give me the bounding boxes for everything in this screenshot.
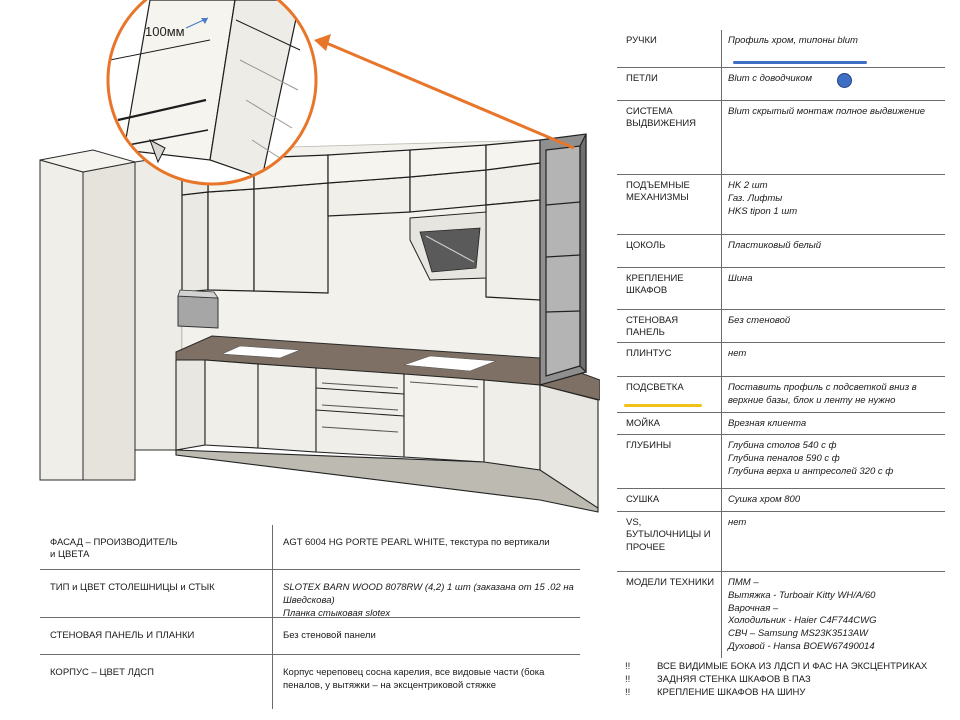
side-column: [134, 154, 183, 451]
spec-value: Поставить профиль с подсветкой вниз в ве…: [728, 382, 917, 406]
materials-key: ТИП и ЦВЕТ СТОЛЕШНИЦЫ и СТЫК: [40, 570, 273, 617]
base-cabinets: [175, 359, 599, 513]
spec-row: СУШКА Сушка хром 800: [617, 489, 945, 512]
spec-key: КРЕПЛЕНИЕ ШКАФОВ: [617, 268, 722, 309]
spec-value: Blum скрытый монтаж полное выдвижение: [728, 106, 926, 117]
spec-value: Шина: [728, 273, 753, 284]
spec-row: ЦОКОЛЬ Пластиковый белый: [617, 235, 945, 268]
spec-row: ПЛИНТУС нет: [617, 343, 945, 377]
materials-table: ФАСАД – ПРОИЗВОДИТЕЛЬ и ЦВЕТА AGT 6004 H…: [40, 525, 580, 709]
handles-accent-line: [733, 61, 867, 64]
notes-list: !! ВСЕ ВИДИМЫЕ БОКА ИЗ ЛДСП И ФАС НА ЭКС…: [625, 660, 927, 699]
note-mark: !!: [625, 687, 631, 698]
spec-key: СИСТЕМА ВЫДВИЖЕНИЯ: [617, 101, 722, 174]
spec-value: Blum с доводчиком: [728, 73, 812, 84]
spec-value: нет: [728, 348, 747, 359]
materials-row: КОРПУС – ЦВЕТ ЛДСП Корпус череповец сосн…: [40, 655, 580, 709]
spec-row: ГЛУБИНЫ Глубина столов 540 с ф Глубина п…: [617, 435, 945, 489]
spec-value: Пластиковый белый: [728, 240, 822, 251]
spec-key: ПОДЪЕМНЫЕ МЕХАНИЗМЫ: [617, 175, 722, 234]
spec-row: VS, БУТЫЛОЧНИЦЫ И ПРОЧЕЕ нет: [617, 512, 945, 572]
spec-row: ПЕТЛИ Blum с доводчиком: [617, 68, 945, 101]
spec-row: РУЧКИ Профиль хром, типоны blum: [617, 30, 945, 68]
materials-row: ФАСАД – ПРОИЗВОДИТЕЛЬ и ЦВЕТА AGT 6004 H…: [40, 525, 580, 570]
spec-value: Глубина столов 540 с ф Глубина пеналов 5…: [728, 440, 894, 477]
lighting-accent-line: [624, 404, 702, 407]
hinge-blue-dot: [837, 73, 852, 88]
spec-key: ПЛИНТУС: [617, 343, 722, 376]
callout-dimension-label: 100мм: [145, 24, 185, 39]
materials-key: ФАСАД – ПРОИЗВОДИТЕЛЬ и ЦВЕТА: [40, 525, 273, 569]
spec-value: Без стеновой: [728, 315, 791, 326]
spec-value: нет: [728, 517, 747, 528]
spec-key: СТЕНОВАЯ ПАНЕЛЬ: [617, 310, 722, 342]
spec-value: Сушка хром 800: [728, 494, 801, 505]
note-item: !! ЗАДНЯЯ СТЕНКА ШКАФОВ В ПАЗ: [625, 673, 927, 686]
spec-row: ПОДЪЕМНЫЕ МЕХАНИЗМЫ HK 2 шт Газ. Лифты H…: [617, 175, 945, 235]
note-item: !! КРЕПЛЕНИЕ ШКАФОВ НА ШИНУ: [625, 686, 927, 699]
callout-arrow: [314, 34, 575, 150]
spec-key: ЦОКОЛЬ: [617, 235, 722, 267]
spec-value: ПММ – Вытяжка - Turboair Kitty WH/A/60 В…: [728, 577, 877, 653]
spec-value: HK 2 шт Газ. Лифты HKS tipon 1 шт: [728, 180, 798, 217]
spec-row: КРЕПЛЕНИЕ ШКАФОВ Шина: [617, 268, 945, 310]
spec-key: МОДЕЛИ ТЕХНИКИ: [617, 572, 722, 658]
spec-row: МОДЕЛИ ТЕХНИКИ ПММ – Вытяжка - Turboair …: [617, 572, 945, 658]
materials-value: AGT 6004 HG PORTE PEARL WHITE, текстура …: [283, 537, 550, 548]
spec-key: VS, БУТЫЛОЧНИЦЫ И ПРОЧЕЕ: [617, 512, 722, 571]
spec-key: ПЕТЛИ: [617, 68, 722, 100]
spec-key: СУШКА: [617, 489, 722, 511]
spec-row: СТЕНОВАЯ ПАНЕЛЬ Без стеновой: [617, 310, 945, 343]
spec-key: ГЛУБИНЫ: [617, 435, 722, 488]
spec-key: РУЧКИ: [617, 30, 722, 67]
spec-key: МОЙКА: [617, 413, 722, 434]
materials-value: Корпус череповец сосна карелия, все видо…: [283, 667, 545, 691]
spec-key: ПОДСВЕТКА: [617, 377, 722, 412]
materials-value: Без стеновой панели: [283, 630, 376, 641]
countertop: [175, 335, 600, 401]
note-text: ЗАДНЯЯ СТЕНКА ШКАФОВ В ПАЗ: [657, 674, 811, 685]
tall-shelf-cabinet: [539, 133, 587, 386]
note-mark: !!: [625, 661, 631, 672]
range-hood: [409, 211, 487, 281]
materials-row: СТЕНОВАЯ ПАНЕЛЬ И ПЛАНКИ Без стеновой па…: [40, 618, 580, 655]
materials-row: ТИП и ЦВЕТ СТОЛЕШНИЦЫ и СТЫК SLOTEX BARN…: [40, 570, 580, 619]
tall-column: [39, 149, 136, 481]
open-drawer: [177, 289, 219, 329]
zoom-callout: 100мм: [106, 0, 318, 186]
spec-value: Профиль хром, типоны blum: [728, 35, 858, 46]
spec-row: МОЙКА Врезная клиента: [617, 413, 945, 435]
note-mark: !!: [625, 674, 631, 685]
materials-key: КОРПУС – ЦВЕТ ЛДСП: [40, 655, 273, 709]
materials-value: SLOTEX BARN WOOD 8078RW (4,2) 1 шт (зака…: [283, 582, 574, 619]
spec-row: СИСТЕМА ВЫДВИЖЕНИЯ Blum скрытый монтаж п…: [617, 101, 945, 175]
materials-key: СТЕНОВАЯ ПАНЕЛЬ И ПЛАНКИ: [40, 618, 273, 654]
kitchen-3d-drawing: 100мм: [39, 0, 600, 513]
spec-row: ПОДСВЕТКА Поставить профиль с подсветкой…: [617, 377, 945, 413]
note-text: ВСЕ ВИДИМЫЕ БОКА ИЗ ЛДСП И ФАС НА ЭКСЦЕН…: [657, 661, 928, 672]
note-text: КРЕПЛЕНИЕ ШКАФОВ НА ШИНУ: [657, 687, 806, 698]
spec-table: РУЧКИ Профиль хром, типоны blum ПЕТЛИ Bl…: [617, 30, 945, 658]
note-item: !! ВСЕ ВИДИМЫЕ БОКА ИЗ ЛДСП И ФАС НА ЭКС…: [625, 660, 927, 673]
spec-value: Врезная клиента: [728, 418, 807, 429]
